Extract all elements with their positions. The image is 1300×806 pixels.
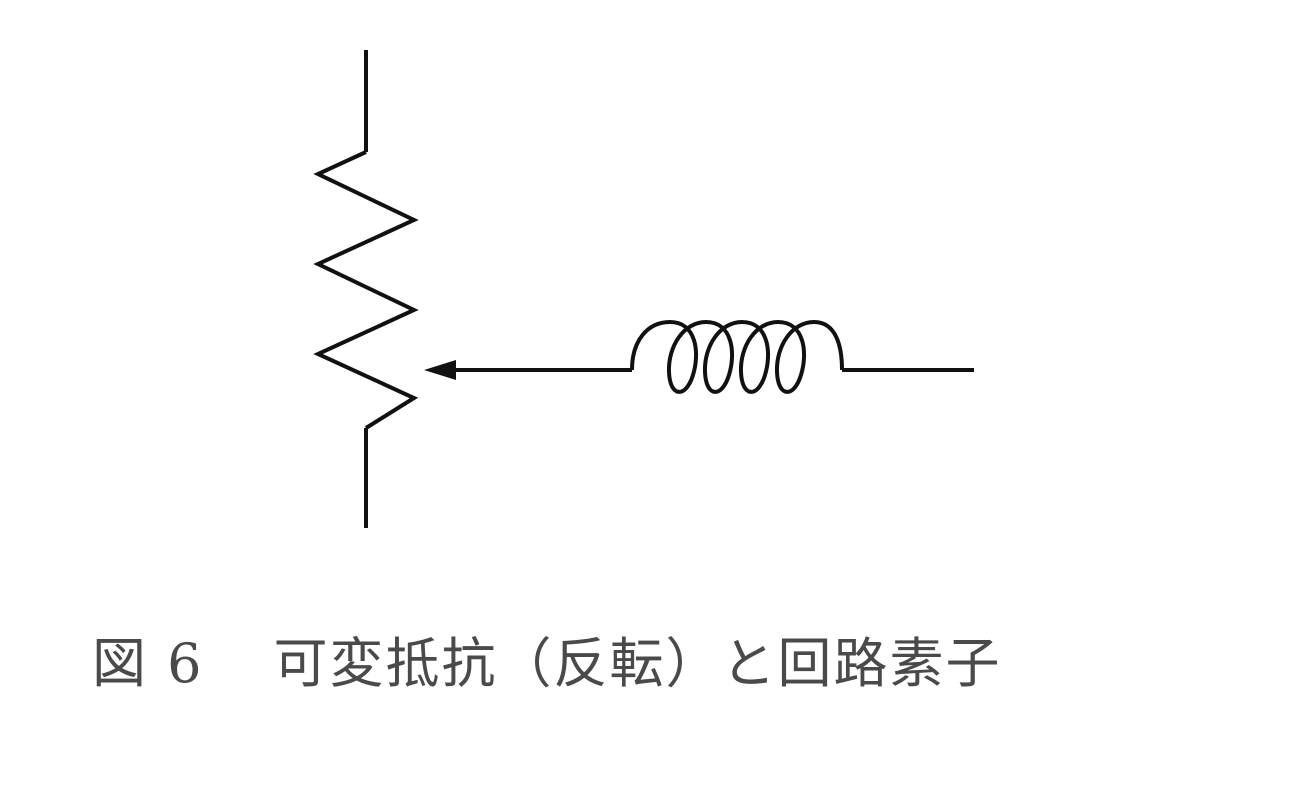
resistor-zigzag [313,150,419,430]
inductor-winding [630,319,844,394]
inductor-coil [630,319,974,394]
figure-title: 可変抵抗（反転）と回路素子 [273,631,1002,695]
figure-caption: 図 6 可変抵抗（反転）と回路素子 [92,618,1002,698]
wiper-arrow [424,360,632,380]
variable-resistor [313,50,419,528]
arrow-head [424,360,456,380]
figure-number: 図 6 [92,631,204,695]
